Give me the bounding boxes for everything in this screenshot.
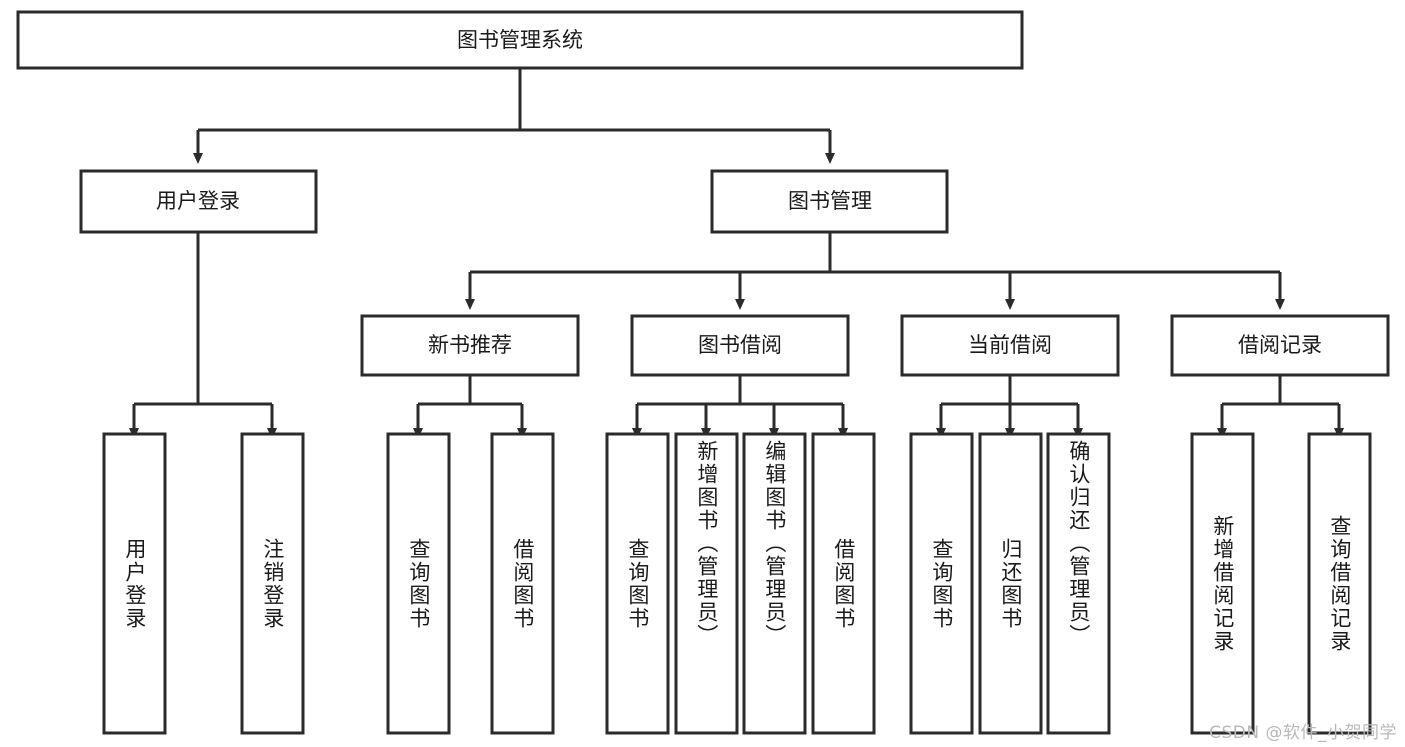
node-user-login[interactable]: 用户登录 [79,169,318,234]
node-user-login-box[interactable] [79,169,318,234]
node-root[interactable]: 图书管理系统 [16,10,1024,70]
connectors-newbook-to-leaves [413,375,527,439]
node-book-manage-label: 图书管理 [788,189,872,213]
leaf-box-new-book-2[interactable] [490,432,555,735]
leaf-box-borrow-records-2[interactable] [1307,432,1372,735]
connectors-root-to-level2 [193,68,835,164]
node-book-manage-box[interactable] [710,169,949,234]
connectors-borrowrecords-to-leaves [1217,375,1344,439]
node-current-borrow[interactable]: 当前借阅 [900,314,1120,377]
connectors-userlogin-to-leaves [129,232,277,439]
node-book-borrow[interactable]: 图书借阅 [630,314,850,377]
leaf-box-borrow-records-1[interactable] [1190,432,1255,735]
leaf-box-book-borrow-3[interactable] [742,432,807,735]
node-root-label: 图书管理系统 [457,28,583,52]
node-book-manage[interactable]: 图书管理 [710,169,949,234]
leaf-box-user-login-1[interactable] [102,432,167,735]
node-current-borrow-box[interactable] [900,314,1120,377]
leaf-box-user-login-2[interactable] [240,432,305,735]
leaf-box-book-borrow-4[interactable] [811,432,876,735]
connectors-bookmanage-to-level3 [465,232,1285,310]
node-new-book-recommend-box[interactable] [360,314,580,377]
leaf-box-book-borrow-1[interactable] [605,432,670,735]
node-root-box[interactable] [16,10,1024,70]
node-book-borrow-label: 图书借阅 [698,333,782,357]
connectors-currentborrow-to-leaves [936,375,1083,439]
node-borrow-records-label: 借阅记录 [1238,333,1322,357]
node-borrow-records[interactable]: 借阅记录 [1170,314,1390,377]
leaf-box-current-borrow-3[interactable] [1046,432,1111,735]
leaf-box-new-book-1[interactable] [386,432,451,735]
node-new-book-recommend-label: 新书推荐 [428,333,512,357]
node-new-book-recommend[interactable]: 新书推荐 [360,314,580,377]
leaf-box-current-borrow-1[interactable] [909,432,974,735]
connectors-bookborrow-to-leaves [632,375,848,439]
node-user-login-label: 用户登录 [156,189,240,213]
leaf-box-book-borrow-2[interactable] [674,432,739,735]
node-borrow-records-box[interactable] [1170,314,1390,377]
node-current-borrow-label: 当前借阅 [968,333,1052,357]
node-book-borrow-box[interactable] [630,314,850,377]
leaf-box-current-borrow-2[interactable] [978,432,1043,735]
